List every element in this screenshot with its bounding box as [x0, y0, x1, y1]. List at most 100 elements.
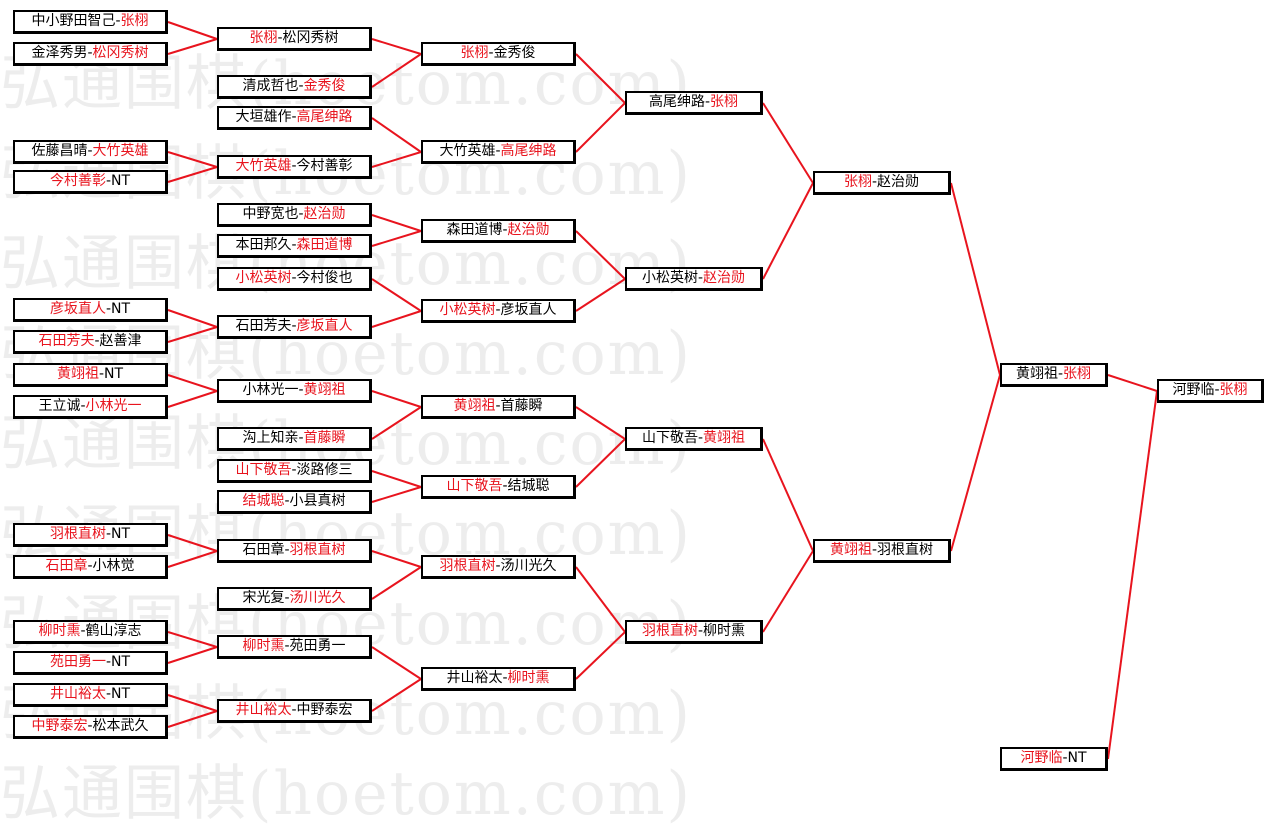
player-1-name: 小松英树 — [641, 270, 698, 286]
player-2-name: 小林光一 — [85, 398, 142, 414]
player-2-name: 赵治勋 — [507, 222, 550, 238]
separator: - — [105, 654, 112, 670]
player-1-name: 张栩 — [460, 45, 489, 61]
player-2-name: 赵治勋 — [877, 174, 920, 190]
match-box: 羽根直树-柳时熏 — [625, 620, 763, 644]
match-box: 张栩-金秀俊 — [421, 42, 576, 66]
player-2-name: 张栩 — [710, 94, 739, 110]
connector-line — [167, 374, 218, 392]
player-1-name: 中野宽也 — [242, 206, 299, 222]
connector-line — [371, 406, 422, 440]
match-box: 羽根直树-汤川光久 — [421, 555, 576, 579]
connector-line — [371, 550, 422, 568]
match-box: 井山裕太-柳时熏 — [421, 667, 576, 691]
player-1-name: 苑田勇一 — [49, 654, 106, 670]
separator: - — [495, 558, 501, 574]
player-2-name: 赵治勋 — [303, 206, 346, 222]
connector-line — [167, 550, 218, 568]
connector-line — [371, 151, 422, 168]
match-box: 石田章-小林觉 — [13, 555, 168, 579]
separator: - — [277, 30, 283, 46]
separator: - — [1214, 382, 1220, 398]
match-box: 山下敬吾-黄翊祖 — [625, 427, 763, 451]
player-2-name: 柳时熏 — [703, 623, 746, 639]
connector-line — [167, 694, 218, 712]
match-box: 山下敬吾-结城聪 — [421, 475, 576, 499]
player-1-name: 今村善彰 — [49, 173, 106, 189]
player-2-name: 小县真树 — [289, 493, 346, 509]
separator: - — [495, 302, 501, 318]
player-1-name: 黄翊祖 — [453, 398, 496, 414]
match-box: 中野泰宏-松本武久 — [13, 715, 168, 739]
connector-line — [950, 182, 1001, 376]
player-1-name: 大垣雄作 — [235, 109, 292, 125]
separator: - — [284, 542, 290, 558]
separator: - — [105, 526, 112, 542]
player-1-name: 小松英树 — [235, 270, 292, 286]
separator: - — [87, 45, 93, 61]
match-box: 今村善彰-NT — [13, 170, 168, 194]
player-1-name: 山下敬吾 — [446, 478, 503, 494]
match-box: 黄翊祖-张栩 — [1000, 363, 1108, 387]
separator: - — [87, 718, 93, 734]
connector-line — [575, 230, 626, 280]
match-box: 大竹英雄-今村善彰 — [217, 155, 372, 179]
connector-line — [371, 310, 422, 328]
match-box: 中野宽也-赵治勋 — [217, 203, 372, 227]
player-1-name: 黄翊祖 — [829, 542, 872, 558]
connector-line — [371, 230, 422, 247]
player-1-name: 柳时熏 — [38, 623, 81, 639]
player-1-name: 石田芳夫 — [235, 318, 292, 334]
separator: - — [495, 398, 501, 414]
player-2-name: 汤川光久 — [289, 590, 346, 606]
connector-line — [371, 214, 422, 232]
separator: - — [105, 686, 112, 702]
match-box: 石田芳夫-彦坂直人 — [217, 315, 372, 339]
player-2-name: NT — [111, 526, 131, 542]
player-2-name: 张栩 — [120, 13, 149, 29]
connector-line — [167, 38, 218, 55]
player-2-name: 赵治勋 — [703, 270, 746, 286]
match-box: 沟上知亲-首藤瞬 — [217, 427, 372, 451]
separator: - — [502, 478, 508, 494]
separator: - — [87, 558, 93, 574]
player-2-name: 苑田勇一 — [289, 638, 346, 654]
player-2-name: 羽根直树 — [289, 542, 346, 558]
match-box: 小松英树-今村俊也 — [217, 267, 372, 291]
separator: - — [1057, 366, 1064, 382]
match-box: 石田章-羽根直树 — [217, 539, 372, 563]
player-2-name: 森田道博 — [296, 237, 353, 253]
separator: - — [502, 222, 508, 238]
player-1-name: 井山裕太 — [446, 670, 503, 686]
player-2-name: NT — [111, 173, 131, 189]
connector-line — [371, 390, 422, 408]
connector-line — [575, 406, 626, 440]
match-box: 羽根直树-NT — [13, 523, 168, 547]
separator: - — [291, 702, 297, 718]
connector-line — [371, 117, 422, 153]
player-2-name: NT — [104, 366, 124, 382]
separator: - — [94, 333, 100, 349]
separator: - — [298, 206, 304, 222]
player-1-name: 黄翊祖 — [1015, 366, 1058, 382]
connector-line — [575, 631, 626, 680]
match-box: 石田芳夫-赵善津 — [13, 330, 168, 354]
connector-line — [371, 646, 422, 680]
match-box: 河野临-NT — [1000, 747, 1108, 771]
separator: - — [1062, 750, 1068, 766]
connector-line — [575, 438, 626, 488]
connector-line — [1107, 374, 1158, 392]
match-box: 黄翊祖-羽根直树 — [813, 539, 951, 563]
separator: - — [298, 78, 304, 94]
match-box: 高尾绅路-张栩 — [625, 91, 763, 115]
tournament-bracket: 弘通围棋(hoetom.com) 弘通围棋(hoetom.com) 弘通围棋(h… — [0, 10, 1264, 829]
player-1-name: 井山裕太 — [49, 686, 106, 702]
player-1-name: 张栩 — [249, 30, 278, 46]
separator: - — [291, 158, 297, 174]
connector-line — [371, 566, 422, 600]
player-1-name: 森田道博 — [446, 222, 503, 238]
connector-line — [167, 631, 218, 648]
player-1-name: 金泽秀男 — [31, 45, 88, 61]
player-2-name: 松本武久 — [92, 718, 149, 734]
player-1-name: 羽根直树 — [49, 526, 106, 542]
